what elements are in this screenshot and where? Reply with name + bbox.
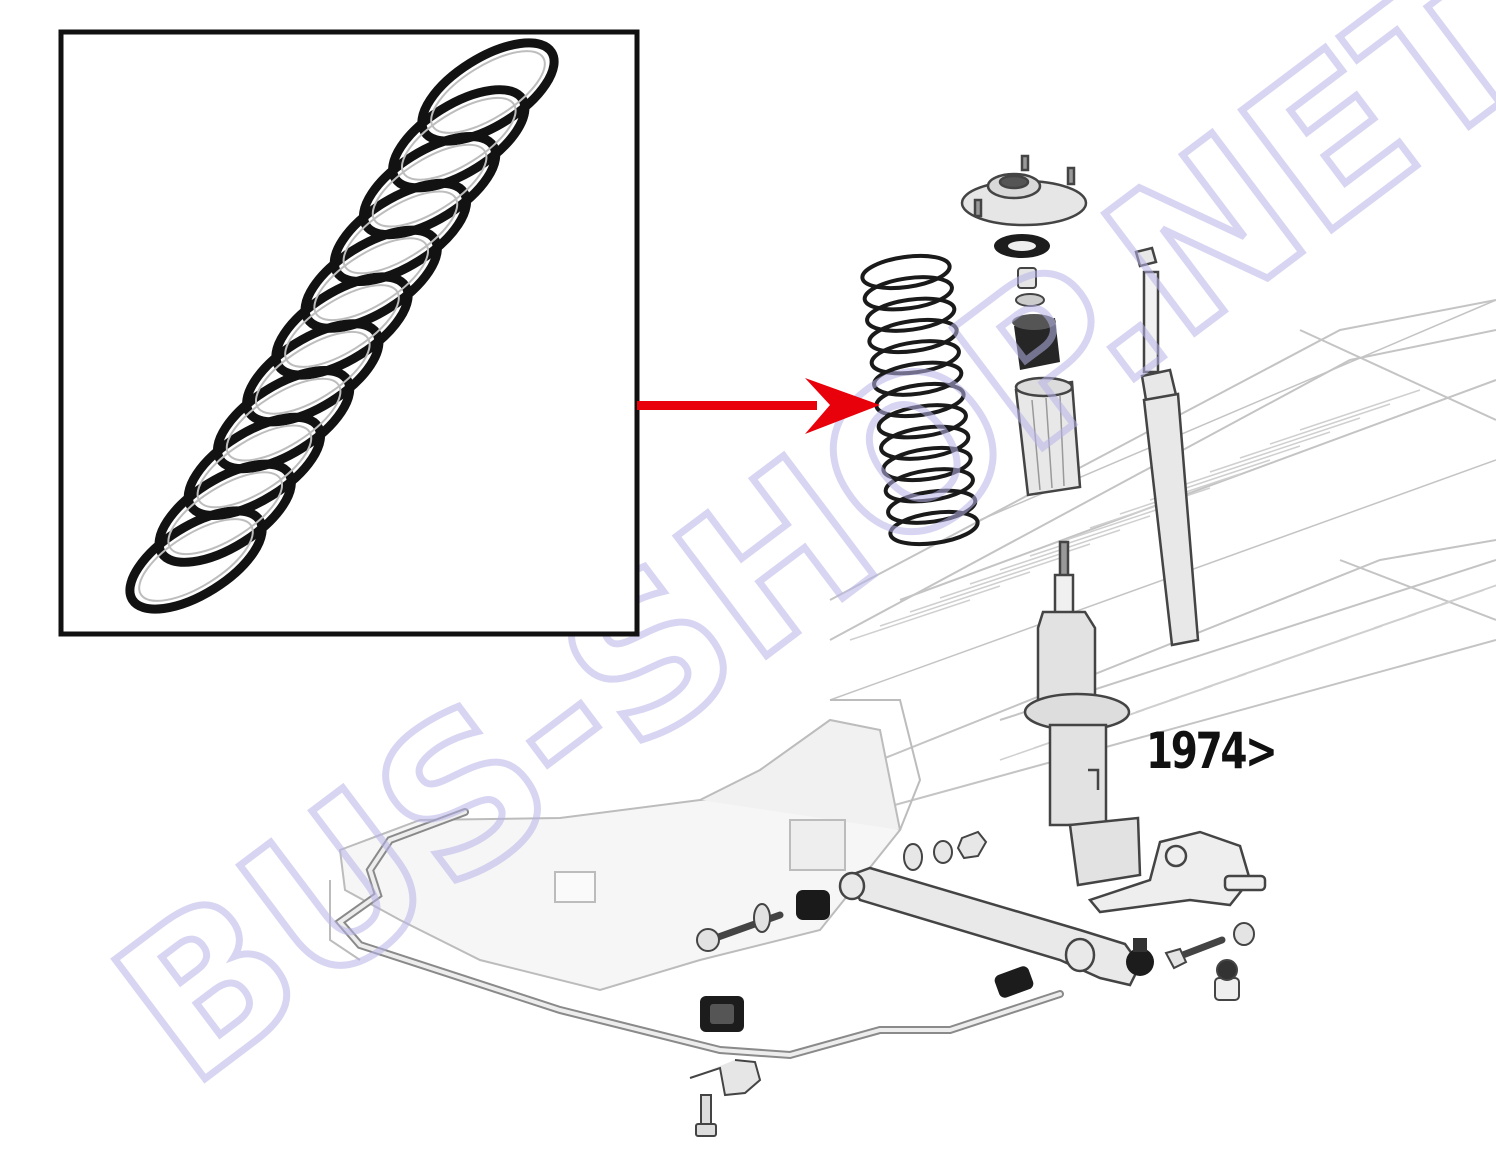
spring-coil <box>879 424 971 461</box>
ball-joint <box>1214 959 1240 1001</box>
washers-and-nut <box>903 830 988 871</box>
bump-stop <box>1012 314 1060 370</box>
spring-coil <box>284 284 400 368</box>
spacer-and-washer <box>1015 267 1045 307</box>
spring-coil <box>872 360 964 397</box>
pivot-bushing <box>796 890 830 920</box>
spring-coil <box>886 488 978 525</box>
spring-coil <box>313 237 430 322</box>
inset-box <box>58 29 640 637</box>
spring-coil <box>196 424 313 509</box>
shock-absorber-strut <box>1023 540 1142 887</box>
floor-rib <box>1089 487 1211 529</box>
spring-coil <box>254 330 371 415</box>
spring-coil <box>225 377 342 462</box>
strut-bearing <box>994 234 1050 258</box>
floor-rib <box>1299 389 1421 431</box>
spring-coil <box>430 50 546 134</box>
spring-coil <box>867 317 959 355</box>
sway-bar-bushing <box>700 996 744 1032</box>
dust-boot <box>1014 376 1082 497</box>
clamp-bolt <box>695 1094 717 1137</box>
coil-spring-highlight <box>138 50 546 602</box>
spring-coil <box>876 403 968 440</box>
spring-coil <box>862 275 954 312</box>
spring-coil <box>881 445 973 483</box>
pointer-arrow <box>637 378 880 434</box>
spring-coil <box>865 296 957 333</box>
spring-coil <box>860 253 952 291</box>
model-year-label: 1974> <box>1146 722 1278 780</box>
ball-joint-bolt <box>1164 922 1255 970</box>
spring-coil <box>883 467 975 504</box>
spring-coil <box>869 339 961 376</box>
anti-roll-bar-inner <box>337 810 1062 1058</box>
floor-rib <box>969 543 1091 585</box>
floor-rib <box>1209 431 1331 473</box>
front-crossmember <box>329 699 922 992</box>
floor-rib <box>1029 515 1151 557</box>
floor-rib <box>849 599 971 641</box>
steering-knuckle <box>1087 830 1267 914</box>
floor-rib <box>1269 403 1391 445</box>
floor-rib <box>909 571 1031 613</box>
floor-rib <box>1239 417 1361 459</box>
spring-coil <box>138 518 254 602</box>
strut-top-mount <box>960 154 1088 227</box>
spring-coil <box>888 509 980 547</box>
ball-joint-arm <box>1126 938 1154 976</box>
spring-coil <box>400 96 517 181</box>
coil-spring <box>860 253 980 547</box>
floor-rib <box>1441 584 1496 605</box>
spring-coil <box>342 190 459 275</box>
pivot-bolt <box>696 903 784 952</box>
floor-pan-ribs <box>849 389 1496 761</box>
spring-coil <box>371 143 488 228</box>
spring-coil <box>167 471 284 556</box>
floor-rib <box>939 557 1061 599</box>
floor-rib <box>1179 445 1301 487</box>
floor-rib <box>879 585 1001 627</box>
sway-bar-clamp <box>689 1059 762 1097</box>
lower-control-arm <box>838 866 1142 987</box>
shock-absorber <box>1134 246 1200 647</box>
end-link-bushing <box>994 966 1034 998</box>
